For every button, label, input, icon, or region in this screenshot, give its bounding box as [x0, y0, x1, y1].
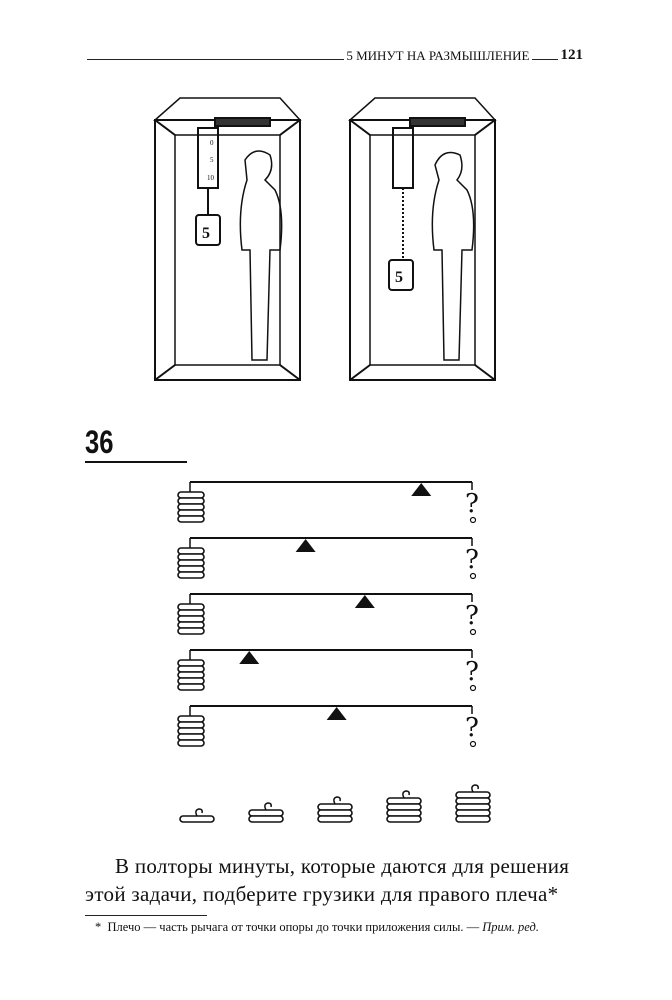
weight-plate [455, 809, 491, 817]
header-rule [531, 59, 558, 60]
weight-plate [177, 733, 205, 741]
weight-plate [177, 559, 205, 567]
header-rule [87, 59, 345, 60]
weight-plate [386, 803, 422, 811]
fulcrum-icon [295, 539, 316, 552]
available-weight [248, 802, 284, 823]
weight-label: 5 [202, 225, 210, 242]
weight-plate [455, 797, 491, 805]
available-weight [317, 796, 353, 823]
lever: ? [177, 481, 479, 524]
lever: ? [177, 705, 479, 748]
running-header: 5 МИНУТ НА РАЗМЫШЛЕНИЕ 121 [87, 44, 583, 64]
fulcrum-icon [411, 483, 432, 496]
puzzle-text-line: этой задачи, подберите грузики для право… [85, 882, 559, 906]
weight-plate [248, 809, 284, 817]
weight-plate [177, 739, 205, 747]
puzzle-text: В полторы минуты, которые даются для реш… [85, 852, 585, 908]
weight-plate [177, 571, 205, 579]
weight-plate [177, 659, 205, 667]
available-weight [179, 808, 215, 823]
weight-plate [177, 727, 205, 735]
lever: ? [177, 537, 479, 580]
empty-hook [469, 516, 477, 524]
weight-plate [177, 615, 205, 623]
scale-mark: 5 [210, 156, 214, 164]
weight-plate [177, 609, 205, 617]
question-mark: ? [465, 657, 479, 687]
weight-plate [177, 503, 205, 511]
question-mark: ? [465, 545, 479, 575]
weight-plate [177, 565, 205, 573]
available-weight [386, 790, 422, 823]
puzzle-number: 36 [85, 424, 114, 460]
weight-plate [177, 665, 205, 673]
question-mark: ? [465, 601, 479, 631]
weight-plate [455, 815, 491, 823]
levers-diagram: ????? [177, 481, 491, 823]
footnote-rule [85, 915, 207, 916]
page-number: 121 [560, 47, 584, 63]
fulcrum-icon [326, 707, 347, 720]
weight-plate [386, 815, 422, 823]
weight-plate [455, 803, 491, 811]
footnote-note: Прим. ред. [482, 920, 539, 934]
elevator-left: 0 5 10 5 [153, 97, 302, 381]
question-mark: ? [465, 713, 479, 743]
weight-plate [386, 797, 422, 805]
question-mark: ? [465, 489, 479, 519]
empty-hook [469, 572, 477, 580]
footnote-text: Плечо — часть рычага от точки опоры до т… [107, 920, 480, 934]
scale-mark: 10 [207, 174, 215, 182]
puzzle-text-line: В полторы минуты, которые даются для реш… [115, 854, 570, 878]
weight-plate [317, 815, 353, 823]
scale-mark: 0 [210, 139, 214, 147]
lever: ? [177, 649, 479, 692]
weight-plate [177, 721, 205, 729]
lever: ? [177, 593, 479, 636]
weight-plate [248, 815, 284, 823]
empty-hook [469, 740, 477, 748]
weight-plate [177, 671, 205, 679]
weight-plate [179, 815, 215, 823]
weight-plate [317, 809, 353, 817]
weight-plate [177, 627, 205, 635]
weight-plate [177, 515, 205, 523]
weight-plate [455, 791, 491, 799]
puzzle-number-rule [85, 461, 187, 463]
weight-plate [177, 509, 205, 517]
weight-plate [177, 621, 205, 629]
available-weight [455, 784, 491, 823]
weight-label: 5 [395, 269, 403, 286]
weight-plate [177, 553, 205, 561]
running-title: 5 МИНУТ НА РАЗМЫШЛЕНИЕ [346, 48, 530, 63]
weight-hook-icon [195, 808, 203, 817]
footnote-marker: * [95, 920, 102, 934]
weight-hook-icon [333, 796, 341, 805]
fulcrum-icon [239, 651, 260, 664]
weight-plate [177, 677, 205, 685]
weight-plate [386, 809, 422, 817]
elevator-illustration: 0 5 10 5 5 [153, 97, 497, 381]
fulcrum-icon [354, 595, 375, 608]
weight-plate [177, 497, 205, 505]
elevator-right: 5 [348, 97, 497, 381]
empty-hook [469, 684, 477, 692]
footnote: * Плечо — часть рычага от точки опоры до… [95, 920, 539, 935]
weight-hook-icon [402, 790, 410, 799]
empty-hook [469, 628, 477, 636]
weight-hook-icon [471, 784, 479, 793]
weight-plate [177, 547, 205, 555]
weight-plate [177, 603, 205, 611]
weight-plate [317, 803, 353, 811]
weight-plate [177, 491, 205, 499]
weight-plate [177, 683, 205, 691]
weight-plate [177, 715, 205, 723]
weight-hook-icon [264, 802, 272, 811]
